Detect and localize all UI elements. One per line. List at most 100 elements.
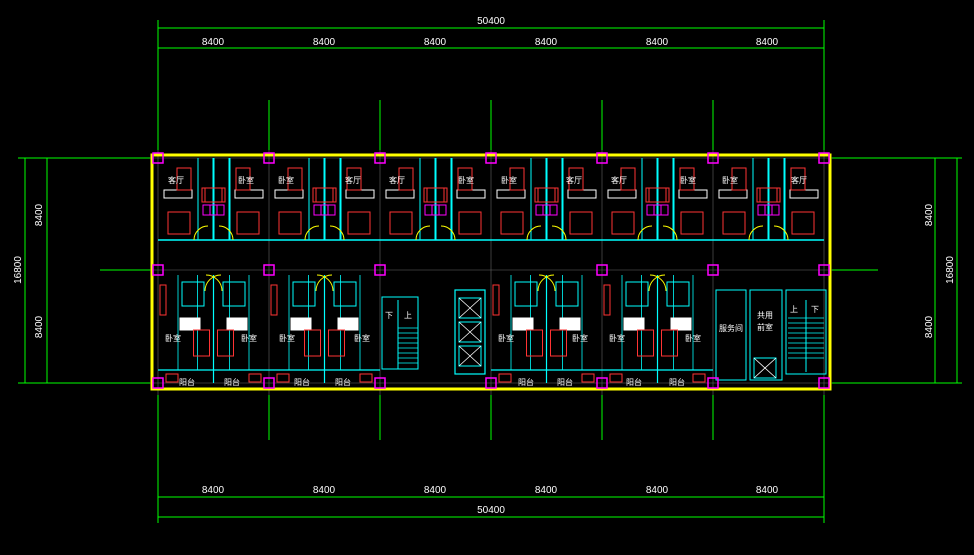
service-room: [715, 289, 747, 381]
balcony-label-1: 阳台: [179, 377, 195, 387]
balcony-label-7: 阳台: [626, 377, 642, 387]
elevator-2: [458, 345, 482, 367]
sofa-5a: [718, 189, 748, 199]
bed-top-5a: [790, 167, 806, 191]
balcony-label-3: 阳台: [294, 377, 310, 387]
column-4-1: [596, 264, 608, 276]
pillow-3a: [512, 317, 534, 331]
bottom-bay-dimension-5: 8400: [646, 485, 669, 496]
top-dimensions: [157, 20, 825, 105]
sofa-1a: [274, 189, 304, 199]
pillow-1b: [337, 317, 359, 331]
living-room-label-3: 客厅: [389, 175, 405, 185]
wardrobe-1: [270, 284, 278, 316]
bed-3a: [526, 329, 543, 357]
top-bay-dimension-1: 8400: [202, 37, 225, 48]
bedroom-label-top-1: 卧室: [238, 175, 254, 185]
bed-4a: [637, 329, 654, 357]
top-bay-dimension-6: 8400: [756, 37, 779, 48]
balcony-label-8: 阳台: [669, 377, 685, 387]
kitchen-box-5a: [722, 211, 746, 235]
top-bay-dimension-4: 8400: [535, 37, 558, 48]
stair-down-label-right: 下: [811, 305, 819, 314]
column-0-0: [152, 152, 164, 164]
pillow-4a: [623, 317, 645, 331]
left-total-dimension: 16800: [13, 256, 24, 284]
bath-0a: [181, 281, 205, 307]
right-dimensions: [878, 157, 962, 384]
bottom-total-dimension: 50400: [477, 505, 505, 516]
balcony-chair-0a: [165, 373, 179, 383]
cabinet-2b: [424, 204, 440, 216]
bed-top-3a: [568, 167, 584, 191]
kitchen-box-3a: [500, 211, 524, 235]
structural-columns: [152, 152, 830, 389]
kitchen-box-3b: [569, 211, 593, 235]
bed-top-0a: [235, 167, 251, 191]
bath-1b: [333, 281, 357, 307]
top-bay-dimension-2: 8400: [313, 37, 336, 48]
column-2-1: [374, 264, 386, 276]
bed-top-2a: [457, 167, 473, 191]
elevator-1: [458, 321, 482, 343]
bed-3b: [550, 329, 567, 357]
right-bay-dimension-2: 8400: [924, 315, 935, 338]
door-swing-top-4b: [662, 225, 678, 241]
freight-elevator-x2: [753, 357, 777, 379]
sofa-1b: [345, 189, 375, 199]
bed-top-4a: [679, 167, 695, 191]
top-total-dimension: 50400: [477, 16, 505, 27]
cabinet-5b: [757, 204, 773, 216]
cabinet-3b: [535, 204, 551, 216]
bottom-bay-dimension-2: 8400: [313, 485, 336, 496]
door-swing-bottom-3b: [537, 274, 555, 292]
column-5-0: [707, 152, 719, 164]
cabinet-1b: [313, 204, 329, 216]
column-4-2: [596, 377, 608, 389]
door-swing-bottom-3a: [538, 274, 556, 292]
kitchen-box-0b: [236, 211, 260, 235]
bath-3a: [514, 281, 538, 307]
bottom-bay-dimension-6: 8400: [756, 485, 779, 496]
sofa-3b: [567, 189, 597, 199]
bath-4b: [666, 281, 690, 307]
bed-top-0b: [176, 167, 192, 191]
door-swing-top-2b: [440, 225, 456, 241]
column-6-1: [818, 264, 830, 276]
top-bay-dimension-5: 8400: [646, 37, 669, 48]
column-4-0: [596, 152, 608, 164]
bedroom-label-6: 卧室: [572, 333, 588, 343]
sofa-0a: [163, 189, 193, 199]
table-3b: [537, 187, 559, 203]
kitchen-box-2a: [389, 211, 413, 235]
stair-down-label-left: 下: [385, 311, 393, 320]
door-swing-top-1a: [304, 225, 320, 241]
bed-1a: [304, 329, 321, 357]
door-swing-bottom-0b: [204, 274, 222, 292]
living-room-label-6: 客厅: [791, 175, 807, 185]
bedroom-label-top-3: 卧室: [458, 175, 474, 185]
bottom-bay-dimension-1: 8400: [202, 485, 225, 496]
sofa-5b: [789, 189, 819, 199]
balcony-chair-3b: [581, 373, 595, 383]
bottom-bay-dimension-3: 8400: [424, 485, 447, 496]
column-6-0: [818, 152, 830, 164]
elevator-x2-1: [458, 321, 482, 343]
bed-top-1b: [287, 167, 303, 191]
freight-elevator: [753, 357, 777, 379]
bedroom-label-7: 卧室: [609, 333, 625, 343]
door-swing-bottom-4b: [648, 274, 666, 292]
bedroom-label-top-5: 卧室: [680, 175, 696, 185]
balcony-chair-1a: [276, 373, 290, 383]
living-room-label-2: 客厅: [345, 175, 361, 185]
elevator-shaft: [454, 289, 486, 375]
balcony-label-2: 阳台: [224, 377, 240, 387]
bed-top-1a: [346, 167, 362, 191]
column-6-2: [818, 377, 830, 389]
bed-1b: [328, 329, 345, 357]
right-total-dimension: 16800: [945, 256, 956, 284]
table-4b: [648, 187, 670, 203]
elevator-x2-0: [458, 297, 482, 319]
shared-lobby-label-line-2: 前室: [757, 322, 773, 332]
table-0b: [204, 187, 226, 203]
